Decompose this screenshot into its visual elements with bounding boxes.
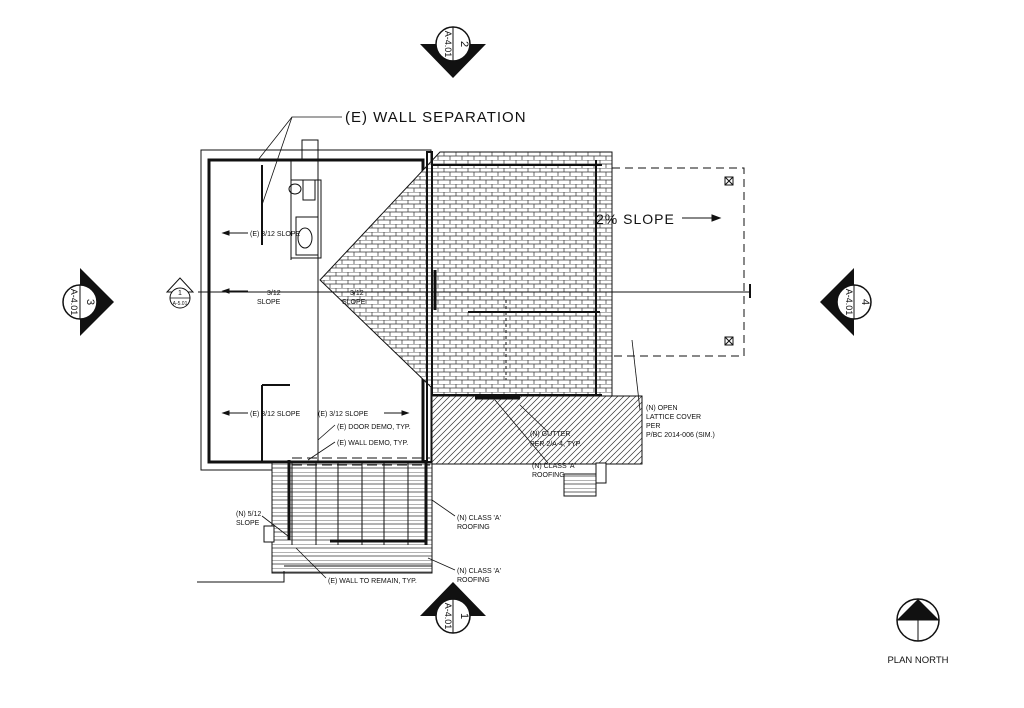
marker-left-sheet: A-4.01 <box>69 289 79 316</box>
note-slope-a2: SLOPE <box>257 299 281 306</box>
note-slope-b2: SLOPE <box>342 299 366 306</box>
marker-top-num: 2 <box>458 41 470 47</box>
plan-north-label: PLAN NORTH <box>887 655 948 666</box>
slope-arrows <box>221 214 722 416</box>
marker-bottom-num: 1 <box>458 613 470 619</box>
note-class-a-3b: ROOFING <box>532 472 565 479</box>
note-class-a-2: (N) CLASS 'A' <box>457 568 501 575</box>
detail-marker-num: 1 <box>178 290 182 297</box>
elevation-marker-left[interactable]: 3 A-4.01 <box>62 268 114 336</box>
marker-right-sheet: A-4.01 <box>844 289 854 316</box>
note-lattice-1: (N) OPEN <box>646 405 678 412</box>
drawing-notes: (E) WALL SEPARATION 2% SLOPE (E) 3/12 SL… <box>236 109 715 585</box>
section-cut-line <box>198 284 751 298</box>
marker-top-sheet: A-4.01 <box>443 31 453 58</box>
note-slope-a: 3/12 <box>267 290 281 297</box>
tiled-roof <box>319 151 613 463</box>
marker-right-num: 4 <box>859 299 871 305</box>
note-lattice-3: PER <box>646 423 660 430</box>
elevation-marker-bottom[interactable]: 1 A-4.01 <box>420 582 486 634</box>
note-gutter-2: PER 2/A-4, TYP. <box>530 441 582 448</box>
note-class-a-2b: ROOFING <box>457 577 490 584</box>
marker-left-num: 3 <box>84 299 96 305</box>
note-slope-e-312-d: (E) 3/12 SLOPE <box>318 411 369 418</box>
note-wall-separation: (E) WALL SEPARATION <box>345 109 527 126</box>
note-slope-n-512: (N) 5/12 <box>236 511 261 518</box>
note-class-a-1b: ROOFING <box>457 524 490 531</box>
elevation-marker-right[interactable]: 4 A-4.01 <box>820 268 872 336</box>
section-detail-marker[interactable]: 1 A-5.01 <box>165 277 195 309</box>
note-lattice-2: LATTICE COVER <box>646 414 701 421</box>
leader-lines <box>257 116 641 579</box>
note-wall-demo: (E) WALL DEMO, TYP. <box>337 440 408 447</box>
marker-bottom-sheet: A-4.01 <box>443 603 453 630</box>
note-lattice-4: P/BC 2014-006 (SIM.) <box>646 432 715 439</box>
note-class-a-1: (N) CLASS 'A' <box>457 515 501 522</box>
detail-marker-sheet: A-5.01 <box>173 301 188 307</box>
lattice-cover <box>431 395 643 497</box>
porch-roof <box>197 460 433 583</box>
note-slope-n-512-2: SLOPE <box>236 520 260 527</box>
note-class-a-3: (N) CLASS 'A' <box>532 463 576 470</box>
note-wall-remain: (E) WALL TO REMAIN, TYP. <box>328 578 417 585</box>
note-slope-e-312-a: (E) 3/12 SLOPE <box>250 231 301 238</box>
plan-north-symbol: PLAN NORTH <box>887 598 949 666</box>
note-slope-b: 3/12 <box>350 290 364 297</box>
note-2pct-slope: 2% SLOPE <box>596 211 675 227</box>
open-lattice-outline <box>292 167 745 466</box>
note-door-demo: (E) DOOR DEMO, TYP. <box>337 424 411 431</box>
elevation-marker-top[interactable]: 2 A-4.01 <box>420 26 486 78</box>
note-gutter-1: (N) GUTTER <box>530 431 570 438</box>
note-slope-e-312-c: (E) 3/12 SLOPE <box>250 411 301 418</box>
